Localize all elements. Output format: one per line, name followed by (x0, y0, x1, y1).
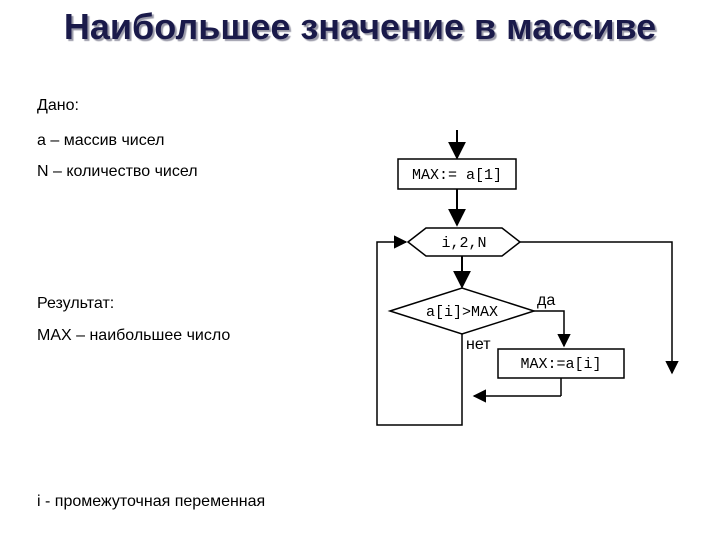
loop-block-text: i,2,N (441, 235, 486, 252)
given-heading: Дано: (37, 97, 79, 114)
init-block-text: MAX:= a[1] (412, 167, 502, 184)
variable-note: i - промежуточная переменная (37, 493, 266, 510)
loop-back-arrow (376, 235, 463, 426)
condition-text: a[i]>MAX (426, 304, 498, 321)
result-line-max: MAX – наибольшее число (37, 327, 231, 344)
page-title: Наибольшее значение в массиве (63, 6, 657, 47)
result-heading: Результат: (37, 295, 115, 312)
loop-exit-arrow (520, 241, 679, 375)
no-label: нет (466, 336, 491, 353)
assign-block (497, 348, 625, 379)
given-line-array: а – массив чисел (37, 132, 165, 149)
given-line-count: N – количество чисел (37, 163, 198, 180)
yes-label: да (537, 292, 555, 309)
yes-branch-arrow (534, 310, 571, 348)
assign-block-text: MAX:=a[i] (520, 356, 601, 373)
